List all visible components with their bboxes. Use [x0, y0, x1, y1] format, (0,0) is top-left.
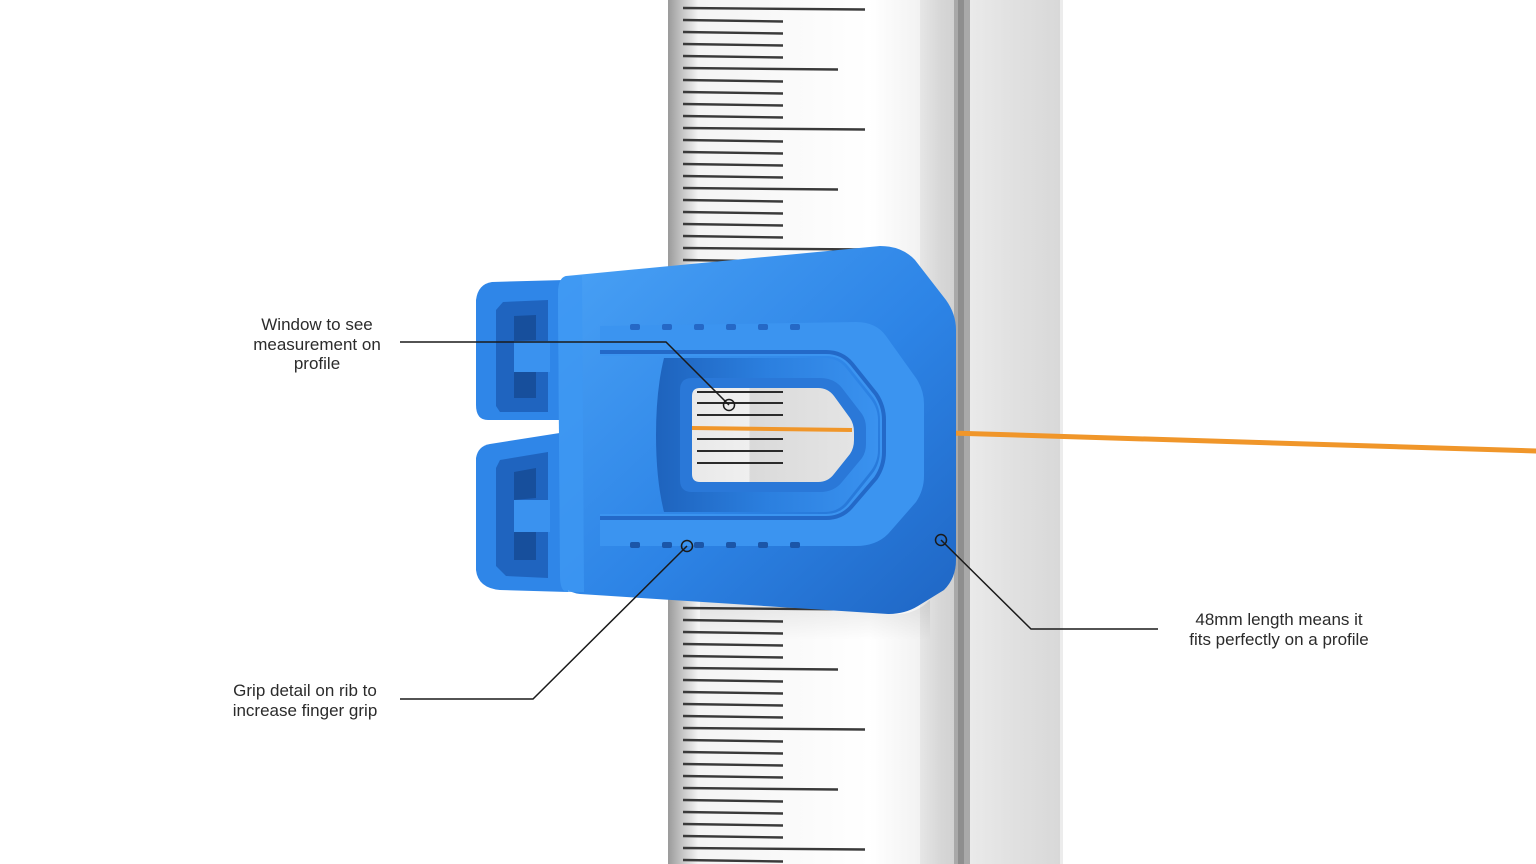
leader-grip — [400, 545, 688, 700]
window-ruler-ticks — [697, 391, 783, 464]
grip-ridges-top — [630, 324, 800, 330]
leader-length — [940, 539, 1158, 630]
filament-strand — [947, 430, 1536, 454]
filament-clip — [476, 246, 956, 614]
grip-ridges-bottom — [630, 542, 800, 548]
aluminum-profile — [920, 0, 1063, 864]
callout-grip-label: Grip detail on rib to increase finger gr… — [232, 681, 378, 720]
callout-length-label: 48mm length means it fits perfectly on a… — [1189, 610, 1369, 649]
filament-in-window — [691, 426, 853, 432]
callout-leaders — [400, 341, 1158, 700]
leader-window — [400, 341, 730, 406]
callout-window-label: Window to see measurement on profile — [253, 315, 381, 373]
